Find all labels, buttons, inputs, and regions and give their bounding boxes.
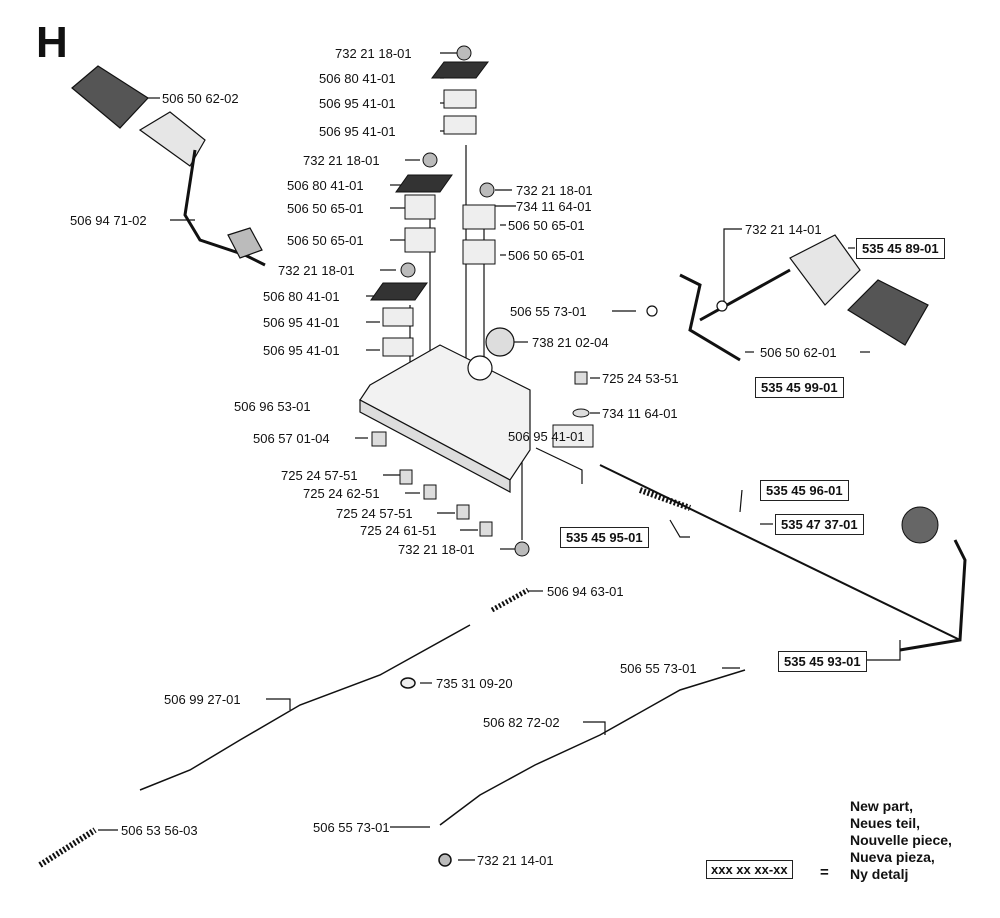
part-label: 506 95 41-01 bbox=[508, 429, 585, 444]
legend-line: Neues teil, bbox=[850, 815, 921, 831]
part-label: 506 50 62-02 bbox=[162, 91, 239, 106]
legend-line: Ny detalj bbox=[850, 866, 909, 882]
part-label: 506 94 63-01 bbox=[547, 584, 624, 599]
part-label: 725 24 62-51 bbox=[303, 486, 380, 501]
part-label: 506 95 41-01 bbox=[263, 343, 340, 358]
part-label: 506 80 41-01 bbox=[319, 71, 396, 86]
base-plate-illustration bbox=[359, 327, 531, 493]
blocks-illustration bbox=[370, 45, 594, 557]
part-label: 506 50 65-01 bbox=[287, 201, 364, 216]
part-label: 506 55 73-01 bbox=[313, 820, 390, 835]
pedal-right-illustration bbox=[646, 234, 929, 362]
legend-line: Nueva pieza, bbox=[850, 849, 935, 865]
rod-spring-illustration bbox=[599, 464, 967, 652]
part-label: 735 31 09-20 bbox=[436, 676, 513, 691]
legend-text: New part, Neues teil, Nouvelle piece, Nu… bbox=[850, 798, 952, 883]
cables-illustration bbox=[38, 587, 746, 868]
part-label: 734 11 64-01 bbox=[516, 199, 592, 214]
part-label: 732 21 18-01 bbox=[303, 153, 380, 168]
part-label: 732 21 18-01 bbox=[516, 183, 593, 198]
part-label: 506 53 56-03 bbox=[121, 823, 198, 838]
part-label: 506 80 41-01 bbox=[263, 289, 340, 304]
part-label: 506 55 73-01 bbox=[510, 304, 587, 319]
pedal-left-illustration bbox=[71, 65, 266, 267]
part-label: 506 99 27-01 bbox=[164, 692, 241, 707]
legend-equals: = bbox=[820, 864, 829, 881]
part-label: 506 57 01-04 bbox=[253, 431, 330, 446]
part-label: 725 24 57-51 bbox=[281, 468, 358, 483]
part-label: 506 50 65-01 bbox=[508, 248, 585, 263]
part-label: 738 21 02-04 bbox=[532, 335, 609, 350]
part-label: 725 24 57-51 bbox=[336, 506, 413, 521]
part-label: 732 21 18-01 bbox=[398, 542, 475, 557]
part-label: 506 94 71-02 bbox=[70, 213, 147, 228]
part-label: 732 21 14-01 bbox=[745, 222, 822, 237]
part-label: 506 50 65-01 bbox=[508, 218, 585, 233]
legend-line: Nouvelle piece, bbox=[850, 832, 952, 848]
new-part-label: 535 45 96-01 bbox=[760, 480, 849, 501]
part-label: 506 55 73-01 bbox=[620, 661, 697, 676]
legend-box: xxx xx xx-xx bbox=[706, 860, 793, 879]
part-label: 506 96 53-01 bbox=[234, 399, 311, 414]
part-label: 506 95 41-01 bbox=[319, 96, 396, 111]
page-letter: H bbox=[36, 18, 68, 67]
legend-line: New part, bbox=[850, 798, 914, 814]
new-part-label: 535 45 93-01 bbox=[778, 651, 867, 672]
part-label: 506 95 41-01 bbox=[263, 315, 340, 330]
part-label: 732 21 14-01 bbox=[477, 853, 554, 868]
part-label: 725 24 53-51 bbox=[602, 371, 679, 386]
new-part-label: 535 47 37-01 bbox=[775, 514, 864, 535]
part-label: 506 50 65-01 bbox=[287, 233, 364, 248]
part-label: 506 95 41-01 bbox=[319, 124, 396, 139]
part-label: 734 11 64-01 bbox=[602, 406, 678, 421]
part-label: 506 50 62-01 bbox=[760, 345, 837, 360]
part-label: 506 80 41-01 bbox=[287, 178, 364, 193]
new-part-label: 535 45 95-01 bbox=[560, 527, 649, 548]
part-label: 506 82 72-02 bbox=[483, 715, 560, 730]
part-label: 732 21 18-01 bbox=[278, 263, 355, 278]
new-part-label: 535 45 99-01 bbox=[755, 377, 844, 398]
part-label: 732 21 18-01 bbox=[335, 46, 412, 61]
bolts-illustration bbox=[371, 371, 590, 537]
new-part-label: 535 45 89-01 bbox=[856, 238, 945, 259]
part-label: 725 24 61-51 bbox=[360, 523, 437, 538]
